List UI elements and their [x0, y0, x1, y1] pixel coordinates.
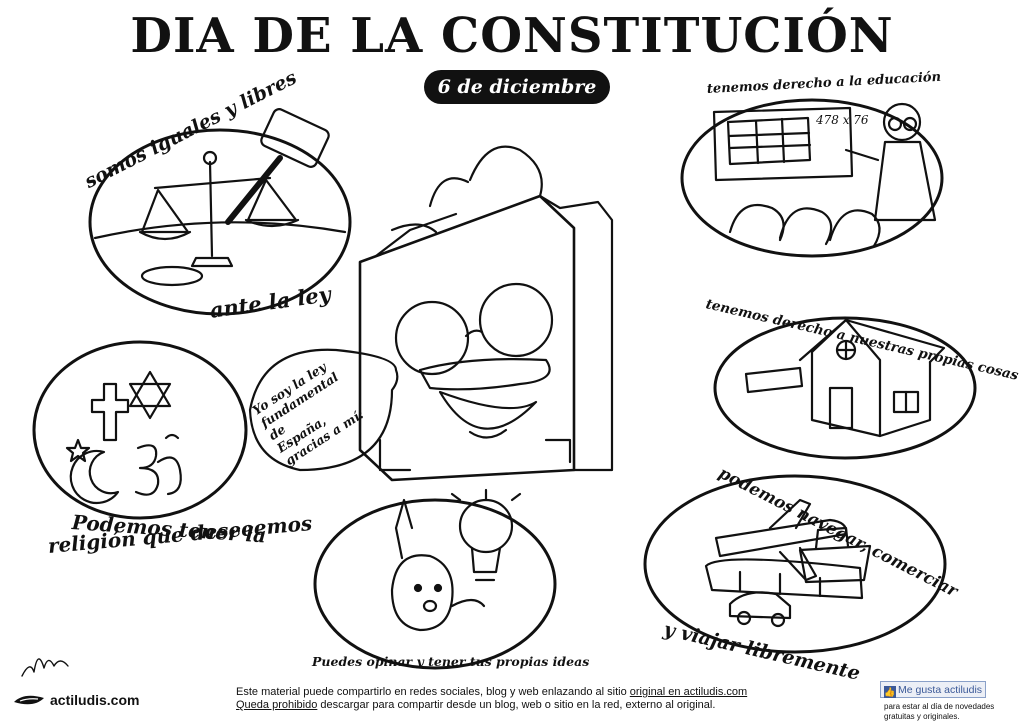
- house-scene: [713, 316, 977, 460]
- scale-icon: [138, 150, 300, 268]
- travel-scene: [643, 474, 947, 654]
- lightbulb-icon: [450, 488, 522, 582]
- gavel-icon: [140, 108, 330, 287]
- original-link[interactable]: original en actiludis.com: [629, 686, 748, 698]
- house-icon: [798, 318, 946, 438]
- signature: [21, 658, 69, 677]
- speech-bubble: [248, 348, 399, 472]
- religion-scene: [32, 340, 248, 520]
- footer-line-2: Queda prohibido descargar para compartir…: [236, 699, 796, 712]
- constitution-book-character: [358, 145, 614, 482]
- prohibited-text: Queda prohibido: [236, 699, 318, 711]
- facebook-note: para estar al día de novedades gratuitas…: [884, 702, 995, 721]
- date-badge: 6 de diciembre: [424, 70, 610, 104]
- math-text: 478 x 76: [816, 113, 869, 127]
- train-icon: [704, 558, 864, 600]
- cross-icon: [90, 382, 130, 442]
- child-icon: [390, 498, 486, 632]
- actiludis-logo-icon: [14, 695, 44, 705]
- ideas-scene: [313, 488, 557, 670]
- education-scene: [680, 98, 944, 258]
- om-icon: [134, 433, 182, 496]
- footer-notice: Este material puede compartirlo en redes…: [236, 686, 796, 712]
- justice-scene: [88, 108, 352, 316]
- crescent-icon: [65, 438, 120, 505]
- facebook-like-label: Me gusta actiludis: [898, 684, 983, 696]
- caption-opinar: Puedes opinar y tener tus propias ideas: [312, 654, 590, 669]
- brand-name: actiludis.com: [50, 692, 140, 708]
- footer-text: descargar para compartir desde un blog, …: [317, 699, 716, 711]
- ship-icon: [798, 526, 872, 584]
- car-icon: [728, 591, 792, 628]
- footer-text: Este material puede compartirlo en redes…: [236, 686, 630, 698]
- facebook-like-button[interactable]: 👍Me gusta actiludis: [880, 681, 986, 698]
- thumbs-up-icon: 👍: [884, 686, 896, 698]
- page-title: DIA DE LA CONSTITUCIÓN: [130, 8, 894, 64]
- footer-line-1: Este material puede compartirlo en redes…: [236, 686, 796, 699]
- star-of-david-icon: [128, 370, 172, 420]
